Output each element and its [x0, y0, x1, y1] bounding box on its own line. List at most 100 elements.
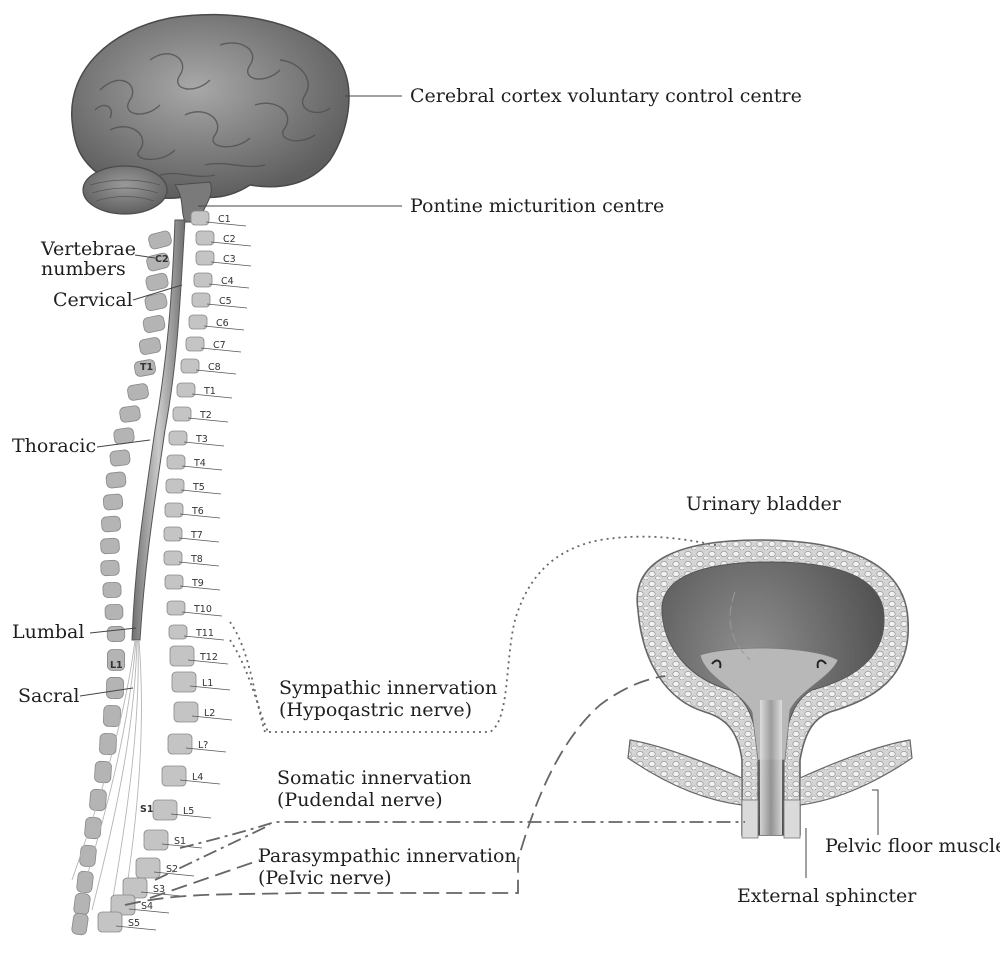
- label-sympathetic-line2: (Hypoqastric nerve): [279, 698, 472, 721]
- vertebral-body: [106, 626, 126, 642]
- vertebra-leader: [170, 813, 212, 819]
- vertebra-leader: [205, 221, 247, 227]
- vertebra-leader: [191, 715, 233, 721]
- vertebra-label: T2: [199, 410, 212, 421]
- vertebra-process: [167, 733, 193, 755]
- vertebral-body: [103, 704, 121, 728]
- vertebra-process: [180, 358, 200, 374]
- vertebral-body: [100, 559, 120, 577]
- left-leaders: [79, 254, 183, 697]
- vertebra-process: [166, 600, 186, 616]
- label-pelvic-floor-muscle: Pelvic floor muscle: [825, 835, 1000, 857]
- vertebra-process: [164, 502, 184, 518]
- vertebra-label: S3: [153, 884, 165, 895]
- vertebra-leader: [187, 659, 229, 665]
- bladder-leaders: [805, 789, 879, 878]
- vertebra-label: C6: [216, 318, 229, 329]
- vertebral-body: [138, 337, 162, 355]
- label-urinary-bladder: Urinary bladder: [686, 493, 841, 515]
- vertebra-process: [169, 645, 195, 667]
- vertebra-leader: [179, 513, 221, 519]
- vertebra-leader: [179, 585, 221, 591]
- vertebra-label: T10: [193, 604, 212, 615]
- vertebra-process: [185, 336, 205, 352]
- vertebra-label: L2: [204, 708, 215, 719]
- vertebral-body: [94, 760, 112, 784]
- brain-leaders: [198, 95, 402, 207]
- brain: [71, 13, 350, 223]
- vertebra-label: T6: [191, 506, 204, 517]
- vertebra-label: S4: [141, 901, 153, 912]
- label-lumbal: Lumbal: [12, 621, 85, 643]
- label-somatic-line2: (Pudendal nerve): [277, 788, 443, 811]
- vertebra-leader: [161, 843, 203, 849]
- vertebra-tag-l1: L1: [110, 660, 123, 671]
- urinary-bladder: [636, 539, 909, 836]
- vertebral-body: [145, 272, 169, 292]
- vertebra-label: C7: [213, 340, 226, 351]
- label-vertebrae-numbers: Vertebrae numbers: [41, 238, 136, 280]
- vertebra-tag-c2: C2: [155, 254, 169, 265]
- vertebra-process: [171, 671, 197, 693]
- vertebra-leader: [181, 465, 223, 471]
- vertebral-body: [119, 405, 141, 423]
- vertebra-process: [143, 829, 169, 851]
- vertebra-process: [168, 430, 188, 446]
- vertebra-leader: [195, 369, 237, 375]
- vertebra-leader: [115, 925, 157, 931]
- label-external-sphincter: External sphincter: [737, 885, 917, 907]
- vertebral-body: [133, 359, 157, 377]
- vertebra-process: [188, 314, 208, 330]
- vertebral-body: [89, 788, 107, 812]
- vertebra-leader: [153, 871, 195, 877]
- vertebra-leader: [181, 611, 223, 617]
- label-vertebrae-numbers-line1: Vertebrae: [41, 238, 136, 260]
- vertebra-label: L4: [192, 772, 203, 783]
- vertebral-body: [79, 844, 97, 868]
- vertebra-label: L5: [183, 806, 194, 817]
- vertebra-process: [191, 292, 211, 308]
- vertebra-label: T9: [191, 578, 204, 589]
- vertebra-leader: [189, 685, 231, 691]
- vertebra-label: T5: [192, 482, 205, 493]
- somatic-path: [179, 821, 745, 849]
- vertebral-body: [104, 604, 124, 620]
- vertebra-leader: [178, 561, 220, 567]
- vertebral-body: [71, 912, 89, 936]
- vertebra-leader: [210, 241, 252, 247]
- vertebra-process: [164, 574, 184, 590]
- vertebra-process: [166, 454, 186, 470]
- vertebra-leader: [185, 747, 227, 753]
- label-pontine-centre: Pontine micturition centre: [410, 195, 665, 217]
- label-somatic: Somatic innervation (Pudendal nerve): [277, 767, 472, 812]
- vertebral-body: [101, 515, 121, 533]
- vertebra-leader: [203, 325, 245, 331]
- vertebra-process: [135, 857, 161, 879]
- sympathetic-path: [229, 535, 721, 733]
- vertebra-label: S5: [128, 918, 140, 929]
- vertebra-process: [152, 799, 178, 821]
- vertebra-leader: [206, 303, 248, 309]
- vertebra-tag-t1: T1: [140, 362, 153, 373]
- vertebra-label: L1: [202, 678, 213, 689]
- cerebellum: [82, 165, 168, 215]
- vertebra-label: C1: [218, 214, 231, 225]
- vertebra-label: T12: [199, 652, 218, 663]
- vertebra-label: T4: [193, 458, 206, 469]
- innervation-paths: [124, 535, 745, 906]
- cauda-equina: [71, 639, 142, 916]
- vertebral-body: [127, 383, 149, 401]
- vertebral-body: [99, 732, 117, 756]
- vertebral-body: [109, 449, 131, 467]
- vertebra-process: [110, 894, 136, 916]
- vertebral-body: [105, 471, 127, 489]
- vertebra-process: [176, 382, 196, 398]
- vertebra-label: T8: [190, 554, 203, 565]
- vertebra-leader: [180, 489, 222, 495]
- vertebra-label: L?: [198, 740, 208, 751]
- label-cervical: Cervical: [53, 289, 133, 311]
- vertebral-body: [102, 493, 124, 511]
